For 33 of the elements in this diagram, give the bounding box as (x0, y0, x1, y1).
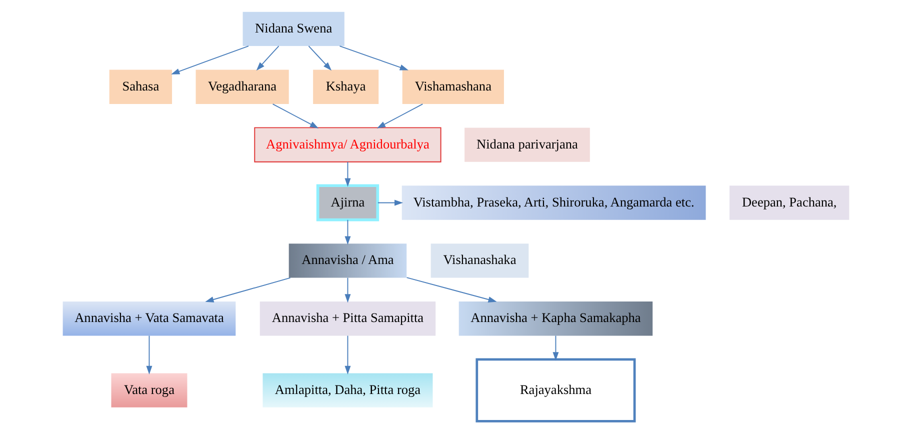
arrow (376, 200, 403, 206)
arrow (256, 46, 279, 71)
node-box: Nidana Swena (242, 12, 344, 46)
node-box: Sahasa (108, 70, 172, 104)
node-box: Annavisha + Vata Samavata (62, 302, 236, 336)
node-box: Kshaya (312, 70, 378, 104)
arrow (344, 161, 350, 187)
node-box: Ajirna (316, 184, 379, 222)
arrow (308, 46, 332, 71)
node-box: Annavisha / Ama (288, 244, 406, 278)
node-box: Annavisha + Pitta Samapitta (259, 302, 436, 336)
node-box: Vishamashana (402, 70, 504, 104)
node-box: Vegadharana (195, 70, 288, 104)
arrow (406, 277, 496, 302)
arrow (272, 104, 318, 128)
arrow (146, 335, 152, 374)
arrow (376, 104, 423, 128)
node-box: Annavisha + Kapha Samakapha (458, 302, 652, 336)
arrow (552, 335, 558, 361)
arrow (338, 46, 408, 70)
arrow (344, 277, 350, 303)
arrow (344, 219, 350, 245)
node-box: Agnivaishmya/ Agnidourbalya (254, 127, 441, 162)
node-box: Vistambha, Praseka, Arti, Shiroruka, Angamarda etc. (401, 186, 706, 220)
node-box: Vishanashaka (430, 244, 528, 278)
arrow (344, 335, 350, 374)
arrow (170, 46, 248, 74)
node-box: Amlapitta, Daha, Pitta roga (262, 373, 432, 408)
arrow (204, 277, 290, 302)
node-box: Rajayakshma (475, 358, 636, 422)
node-box: Vata roga (110, 373, 187, 408)
node-box: Nidana parivarjana (464, 128, 590, 162)
node-box: Deepan, Pachana, (729, 186, 849, 220)
